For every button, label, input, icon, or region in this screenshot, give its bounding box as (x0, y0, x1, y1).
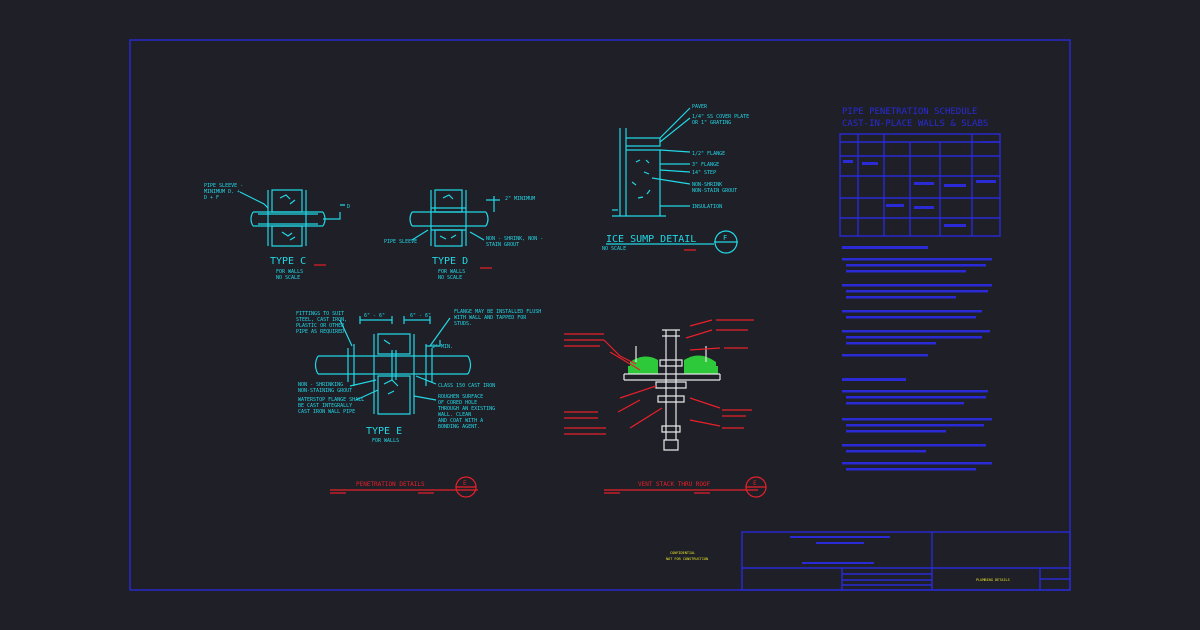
type-c-dim: D (347, 204, 350, 210)
ice-label-half-flange: 1/2" FLANGE (692, 151, 725, 157)
type-e-left-note-3: PLASTIC OR OTHER (296, 323, 345, 329)
type-e-grout-2: NON-STAINING GROUT (298, 388, 352, 394)
type-d-grout-1: NON - SHRINK, NON - (486, 236, 543, 242)
stamp-line-1: CONFIDENTIAL (670, 551, 695, 555)
type-e-dim-2: 6" - 6" (410, 313, 431, 319)
type-e-dim-1: 6" - 6" (364, 313, 385, 319)
schedule-title-1: PIPE PENETRATION SCHEDULE (842, 107, 977, 117)
type-e-title: TYPE E (366, 426, 402, 437)
type-c-sub-2: NO SCALE (276, 275, 300, 281)
penetration-title: PENETRATION DETAILS (356, 481, 425, 488)
type-e-grout-1: NON - SHRINKING (298, 382, 343, 388)
type-d-dim: 2" MINIMUM (505, 196, 535, 202)
type-e-sub-1: FOR WALLS (372, 438, 399, 444)
type-e-right-note-3: STUDS. (454, 321, 472, 327)
ice-label-step: 14" STEP (692, 170, 716, 176)
penetration-title-block: PENETRATION DETAILS E (330, 476, 478, 498)
stamp-line-2: NOT FOR CONSTRUCTION (666, 557, 708, 561)
type-d-sleeve: PIPE SLEEVE (384, 239, 417, 245)
type-e-water-3: CAST IRON WALL PIPE (298, 409, 355, 415)
type-e-rough-3: THROUGH AN EXISTING (438, 406, 495, 412)
type-e-rough-5: AND COAT WITH A (438, 418, 483, 424)
type-e-rough-2: OF CORED HOLE (438, 400, 477, 406)
drawing-frame (129, 39, 1071, 591)
type-c-title: TYPE C (270, 256, 306, 267)
type-c-sub-1: FOR WALLS (276, 269, 303, 275)
confidential-stamp: CONFIDENTIAL NOT FOR CONSTRUCTION (666, 551, 708, 561)
type-c-note-3: D + F (204, 195, 219, 201)
type-e-dim-3: 2" MIN. (432, 344, 453, 350)
ice-label-insulation: INSULATION (692, 204, 722, 210)
type-e-right-note-2: WITH WALL AND TAPPED FOR (454, 315, 527, 321)
type-d-detail: 2" MINIMUM PIPE SLEEVE NON - SHRINK, NON… (384, 189, 543, 281)
type-e-left-note-4: PIPE AS REQUIRED. (296, 329, 347, 335)
vent-stack-detail: VENT STACK THRU ROOF E (564, 319, 767, 498)
penetration-callout-letter: E (463, 480, 467, 487)
vent-callout-letter: E (753, 480, 757, 487)
ice-label-grating: OR 1" GRATING (692, 120, 731, 126)
ice-label-cover: 1/4" SS COVER PLATE (692, 114, 749, 120)
type-e-rough-4: WALL. CLEAN (438, 412, 471, 418)
type-c-note-2: MINIMUM D. + (204, 189, 240, 195)
type-e-detail: 6" - 6" 6" - 6" 2" MIN. FITTINGS TO SUIT… (296, 309, 541, 444)
general-notes (842, 246, 992, 471)
ice-sump-callout-letter: F (723, 234, 727, 242)
type-e-rough-6: BONDING AGENT. (438, 424, 480, 430)
pipe-penetration-schedule: PIPE PENETRATION SCHEDULE CAST-IN-PLACE … (839, 107, 1001, 237)
ice-label-grout: NON-STAIN GROUT (692, 188, 737, 194)
type-e-water-2: BE CAST INTEGRALLY (298, 403, 352, 409)
schedule-title-2: CAST-IN-PLACE WALLS & SLABS (842, 119, 988, 129)
type-e-class: CLASS 150 CAST IRON (438, 383, 495, 389)
type-e-left-note-2: STEEL, CAST IRON, (296, 317, 347, 323)
ice-sump-title: ICE SUMP DETAIL (606, 234, 696, 245)
type-d-sub-2: NO SCALE (438, 275, 462, 281)
type-e-left-note-1: FITTINGS TO SUIT (296, 311, 344, 317)
title-block: PLUMBING DETAILS (741, 531, 1071, 591)
ice-label-paver: PAVER (692, 104, 708, 110)
ice-label-flange: 3" FLANGE (692, 162, 719, 168)
type-d-title: TYPE D (432, 256, 468, 267)
ice-sump-detail: PAVER 1/4" SS COVER PLATE OR 1" GRATING … (602, 104, 749, 254)
type-e-water-1: WATERSTOP FLANGE SHALL (298, 397, 364, 403)
ice-label-nonshrink: NON-SHRINK (692, 182, 722, 188)
title-block-sheet: PLUMBING DETAILS (976, 578, 1010, 582)
type-e-right-note-1: FLANGE MAY BE INSTALLED FLUSH (454, 309, 541, 315)
ice-sump-scale: NO SCALE (602, 246, 626, 252)
type-e-rough-1: ROUGHEN SURFACE (438, 394, 483, 400)
vent-title: VENT STACK THRU ROOF (638, 481, 711, 488)
type-d-grout-2: STAIN GROUT (486, 242, 519, 248)
type-c-note-1: PIPE SLEEVE - (204, 183, 243, 189)
type-c-detail: PIPE SLEEVE - MINIMUM D. + D + F D TYPE … (204, 183, 350, 281)
type-d-sub-1: FOR WALLS (438, 269, 465, 275)
